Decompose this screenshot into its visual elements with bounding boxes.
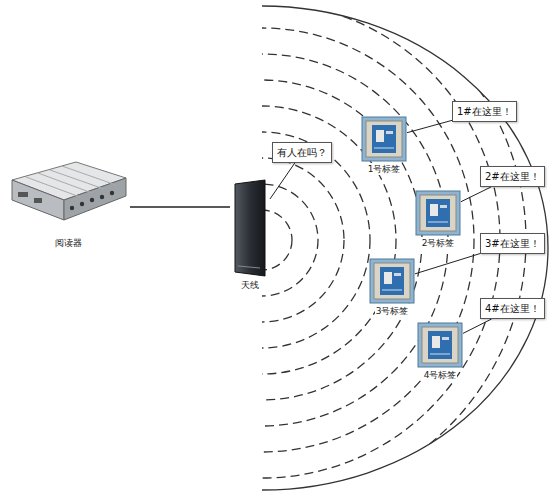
- antenna-drawing: [230, 178, 270, 278]
- tag-picture: [417, 322, 463, 368]
- rfid-tag: 2号标签: [408, 190, 468, 249]
- antenna: 天线: [228, 178, 272, 291]
- reader-drawing: [6, 140, 130, 236]
- reader-picture: [6, 140, 130, 236]
- leader-line: [461, 187, 491, 202]
- rfid-tag: 1号标签: [354, 116, 414, 175]
- part-label: 阅读器: [54, 237, 83, 249]
- callout-text: 1#在这里！: [457, 105, 512, 118]
- tag-drawing: [369, 258, 415, 304]
- leader-line: [270, 163, 295, 199]
- leader-line: [415, 254, 480, 274]
- wave-arc: [76, 54, 448, 426]
- callout-text: 3#在这里！: [485, 237, 540, 250]
- speech-callout: 3#在这里！: [480, 233, 545, 254]
- wave-arc: [128, 106, 396, 374]
- wave-arc: [102, 80, 422, 400]
- part-label: 4号标签: [423, 369, 458, 381]
- rfid-tag: 4号标签: [410, 322, 470, 381]
- reader-device: 阅读器: [4, 140, 132, 249]
- leader-line: [463, 319, 492, 333]
- callout-text: 有人在吗？: [277, 146, 327, 159]
- tag-picture: [369, 258, 415, 304]
- tag-drawing: [417, 322, 463, 368]
- callout-text: 4#在这里！: [485, 302, 540, 315]
- rfid-tag: 3号标签: [362, 258, 422, 317]
- wave-arc: [50, 28, 474, 452]
- leader-line: [407, 120, 452, 132]
- speech-callout: 有人在吗？: [272, 142, 332, 163]
- part-label: 天线: [240, 279, 260, 291]
- tag-drawing: [361, 116, 407, 162]
- wave-arc: [154, 132, 370, 348]
- antenna-picture: [230, 178, 270, 278]
- tag-picture: [361, 116, 407, 162]
- tag-picture: [415, 190, 461, 236]
- part-label: 1号标签: [367, 163, 402, 175]
- speech-callout: 4#在这里！: [480, 298, 545, 319]
- wave-arc: [0, 0, 526, 495]
- part-label: 3号标签: [375, 305, 410, 317]
- cable: [130, 207, 230, 208]
- speech-callout: 2#在这里！: [480, 166, 545, 187]
- callout-text: 2#在这里！: [485, 170, 540, 183]
- wave-arc: [180, 158, 344, 322]
- speech-callout: 1#在这里！: [452, 101, 517, 122]
- part-label: 2号标签: [421, 237, 456, 249]
- wave-arc: [24, 2, 500, 478]
- tag-drawing: [415, 190, 461, 236]
